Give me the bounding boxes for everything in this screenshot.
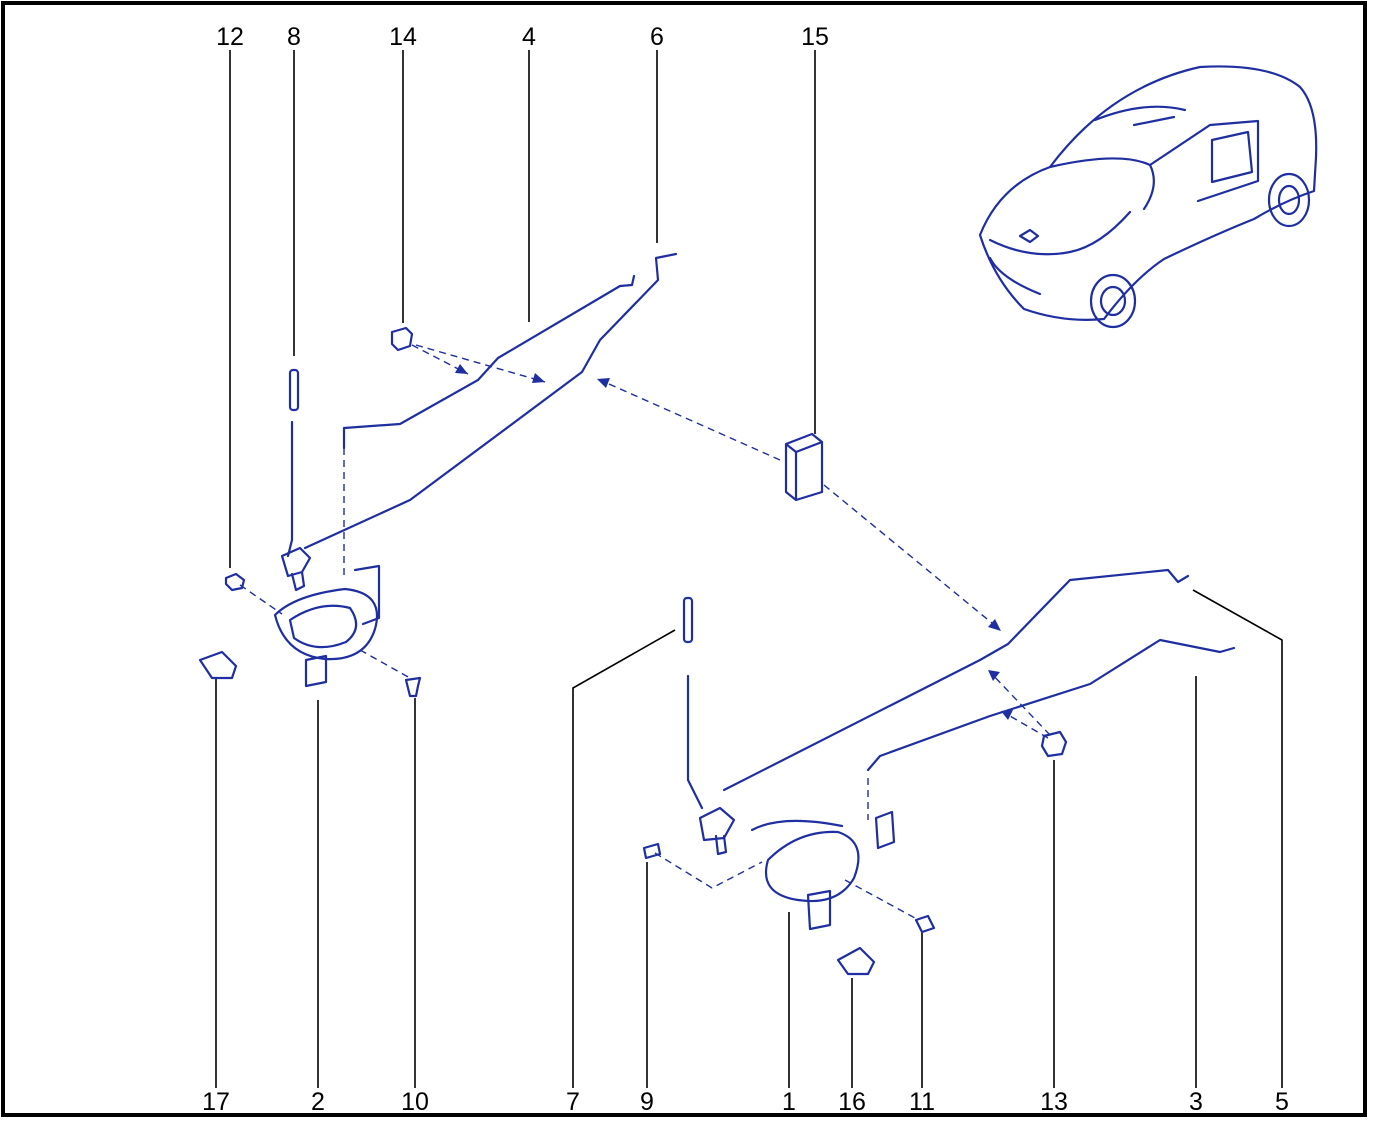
- diagram-border: [1, 1, 1367, 1117]
- bolt-9: [642, 842, 662, 860]
- callout-label-17: 17: [202, 1088, 230, 1116]
- handle-1: [764, 830, 860, 903]
- module-15: [784, 432, 824, 502]
- callout-label-6: 6: [650, 23, 664, 51]
- callout-label-12: 12: [216, 23, 244, 51]
- handle-2: [273, 587, 379, 661]
- rod-5: [722, 568, 1190, 792]
- callout-label-7: 7: [566, 1088, 580, 1116]
- callout-label-14: 14: [389, 23, 417, 51]
- clip-16: [836, 946, 876, 976]
- clip-14: [390, 326, 414, 352]
- callout-label-2: 2: [311, 1088, 325, 1116]
- rod-4: [342, 274, 636, 450]
- rod-7-top: [682, 596, 694, 644]
- rod-8-top: [288, 368, 300, 412]
- callout-label-11: 11: [909, 1088, 935, 1116]
- clip-17: [198, 650, 238, 680]
- clip-13: [1040, 730, 1068, 758]
- top-callout-labels: 12 8 14 4 6 15: [216, 23, 829, 51]
- bottom-callout-labels: 17 2 10 7 9 1 16 11 13 3 5: [202, 1088, 1289, 1116]
- callout-label-10: 10: [401, 1088, 429, 1116]
- callout-label-8: 8: [287, 23, 301, 51]
- leader-lines: [215, 50, 1283, 1088]
- car-illustration: [978, 65, 1318, 329]
- callout-label-13: 13: [1040, 1088, 1068, 1116]
- callout-label-9: 9: [640, 1088, 654, 1116]
- callout-label-3: 3: [1189, 1088, 1203, 1116]
- callout-label-15: 15: [801, 23, 829, 51]
- rod-3: [866, 638, 1236, 772]
- clip-12: [224, 572, 246, 592]
- rod-6: [303, 252, 678, 550]
- right-bracket: [698, 806, 736, 856]
- clip-11: [914, 914, 936, 934]
- left-bracket: [280, 546, 312, 592]
- callout-label-5: 5: [1275, 1088, 1289, 1116]
- bolt-10: [404, 676, 422, 698]
- rod-8: [286, 420, 294, 558]
- callout-label-4: 4: [522, 23, 536, 51]
- callout-label-16: 16: [838, 1088, 866, 1116]
- callout-label-1: 1: [782, 1088, 796, 1116]
- parts-artwork: [198, 65, 1318, 976]
- assembly-arrow-heads: [455, 364, 1013, 720]
- rod-7: [686, 674, 704, 810]
- assembly-dash-lines: [239, 344, 1051, 919]
